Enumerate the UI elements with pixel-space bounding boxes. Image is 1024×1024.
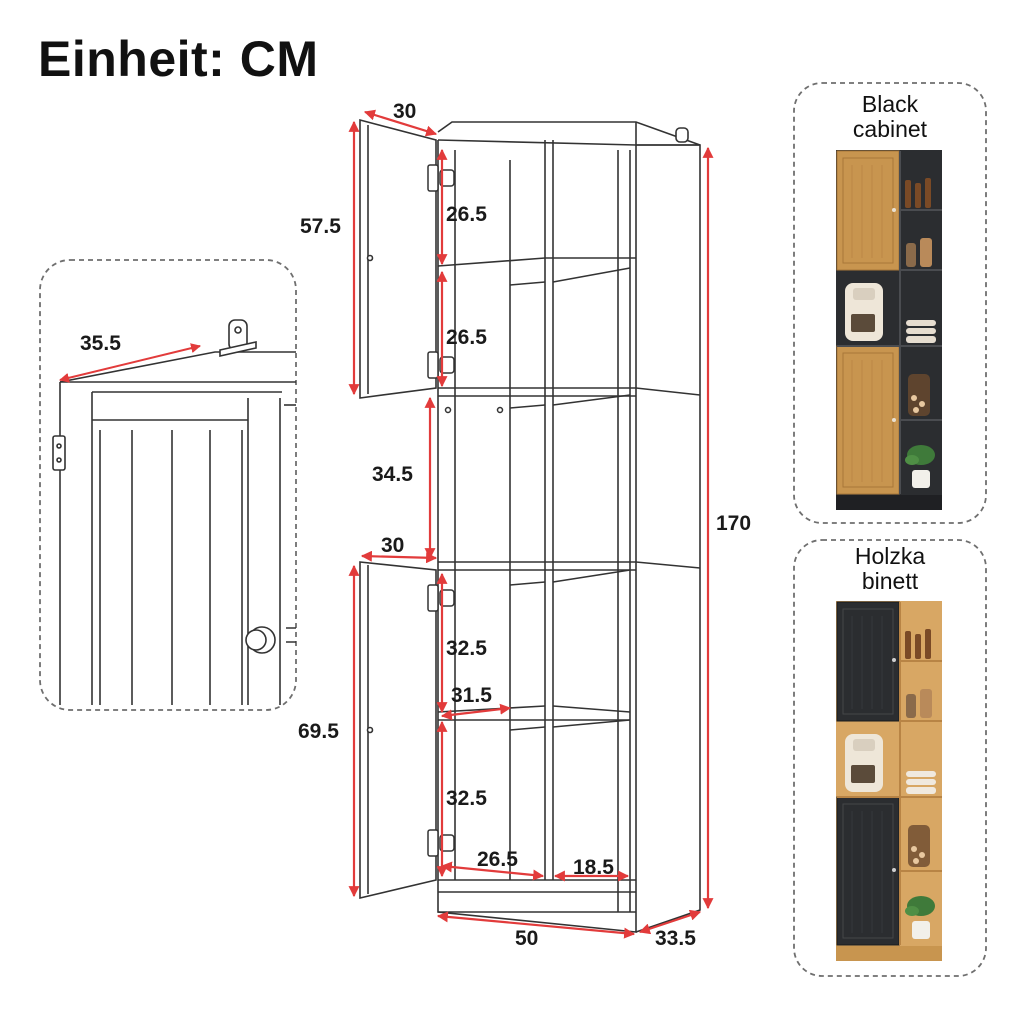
dim-line-total-width bbox=[436, 911, 636, 939]
label-open-height: 34.5 bbox=[372, 463, 413, 486]
dishes-icon bbox=[906, 320, 936, 343]
label-total-height: 170 bbox=[716, 512, 751, 535]
plant-icon bbox=[905, 445, 935, 488]
door-knob-icon bbox=[245, 626, 276, 654]
label-total-depth: 33.5 bbox=[655, 927, 696, 950]
black-door-lower bbox=[836, 796, 900, 946]
dim-line-left-column bbox=[440, 861, 545, 881]
label-inner-depth: 31.5 bbox=[451, 684, 492, 707]
variant-label-black: Black cabinet bbox=[794, 92, 986, 142]
label-lower-shelf-2: 32.5 bbox=[446, 787, 487, 810]
wood-door-upper bbox=[836, 150, 900, 271]
hinge-icon bbox=[52, 435, 66, 471]
label-upper-shelf-2: 26.5 bbox=[446, 326, 487, 349]
wood-door-lower bbox=[836, 345, 900, 495]
label-upper-door-height: 57.5 bbox=[300, 215, 341, 238]
label-upper-shelf-1: 26.5 bbox=[446, 203, 487, 226]
variant-label-black-line1: Black bbox=[861, 91, 919, 117]
variant-label-wood: Holzka binett bbox=[794, 544, 986, 594]
label-lower-shelf-1: 32.5 bbox=[446, 637, 487, 660]
label-lower-door-height: 69.5 bbox=[298, 720, 339, 743]
bottles-icon bbox=[905, 629, 931, 659]
unit-title: Einheit: CM bbox=[38, 31, 319, 87]
dim-line-door-width-top bbox=[363, 109, 438, 137]
dim-line-total-depth bbox=[638, 909, 702, 935]
coffee-machine-icon bbox=[845, 283, 883, 341]
depth-dimension-line bbox=[59, 343, 201, 383]
label-total-width: 50 bbox=[515, 927, 538, 950]
jars-icon bbox=[906, 238, 932, 267]
wall-bracket-icon bbox=[219, 319, 257, 357]
variant-label-wood-line2: binett bbox=[861, 568, 919, 594]
label-door-width-lower: 30 bbox=[381, 534, 404, 557]
depth-label: 35.5 bbox=[80, 332, 121, 355]
plant-icon bbox=[905, 896, 935, 939]
label-left-column: 26.5 bbox=[477, 848, 518, 871]
variant-label-black-line2: cabinet bbox=[852, 116, 928, 142]
upper-door bbox=[359, 118, 437, 399]
jars-icon bbox=[906, 689, 932, 718]
variant-card-wood bbox=[793, 539, 987, 977]
eggs-jar-icon bbox=[908, 825, 930, 867]
coffee-machine-icon bbox=[845, 734, 883, 792]
eggs-jar-icon bbox=[908, 374, 930, 416]
dim-line-door-width-lower bbox=[360, 550, 438, 564]
dim-line-inner-depth bbox=[440, 703, 512, 721]
lower-door bbox=[359, 561, 437, 900]
variant-label-wood-line1: Holzka bbox=[854, 543, 926, 569]
black-door-upper bbox=[836, 601, 900, 722]
cabinet-body bbox=[437, 121, 701, 933]
dishes-icon bbox=[906, 771, 936, 794]
bottles-icon bbox=[905, 178, 931, 208]
label-door-width-top: 30 bbox=[393, 100, 416, 123]
variant-card-black bbox=[793, 82, 987, 524]
label-right-column: 18.5 bbox=[573, 856, 614, 879]
detail-view: 35.5 bbox=[39, 259, 297, 711]
